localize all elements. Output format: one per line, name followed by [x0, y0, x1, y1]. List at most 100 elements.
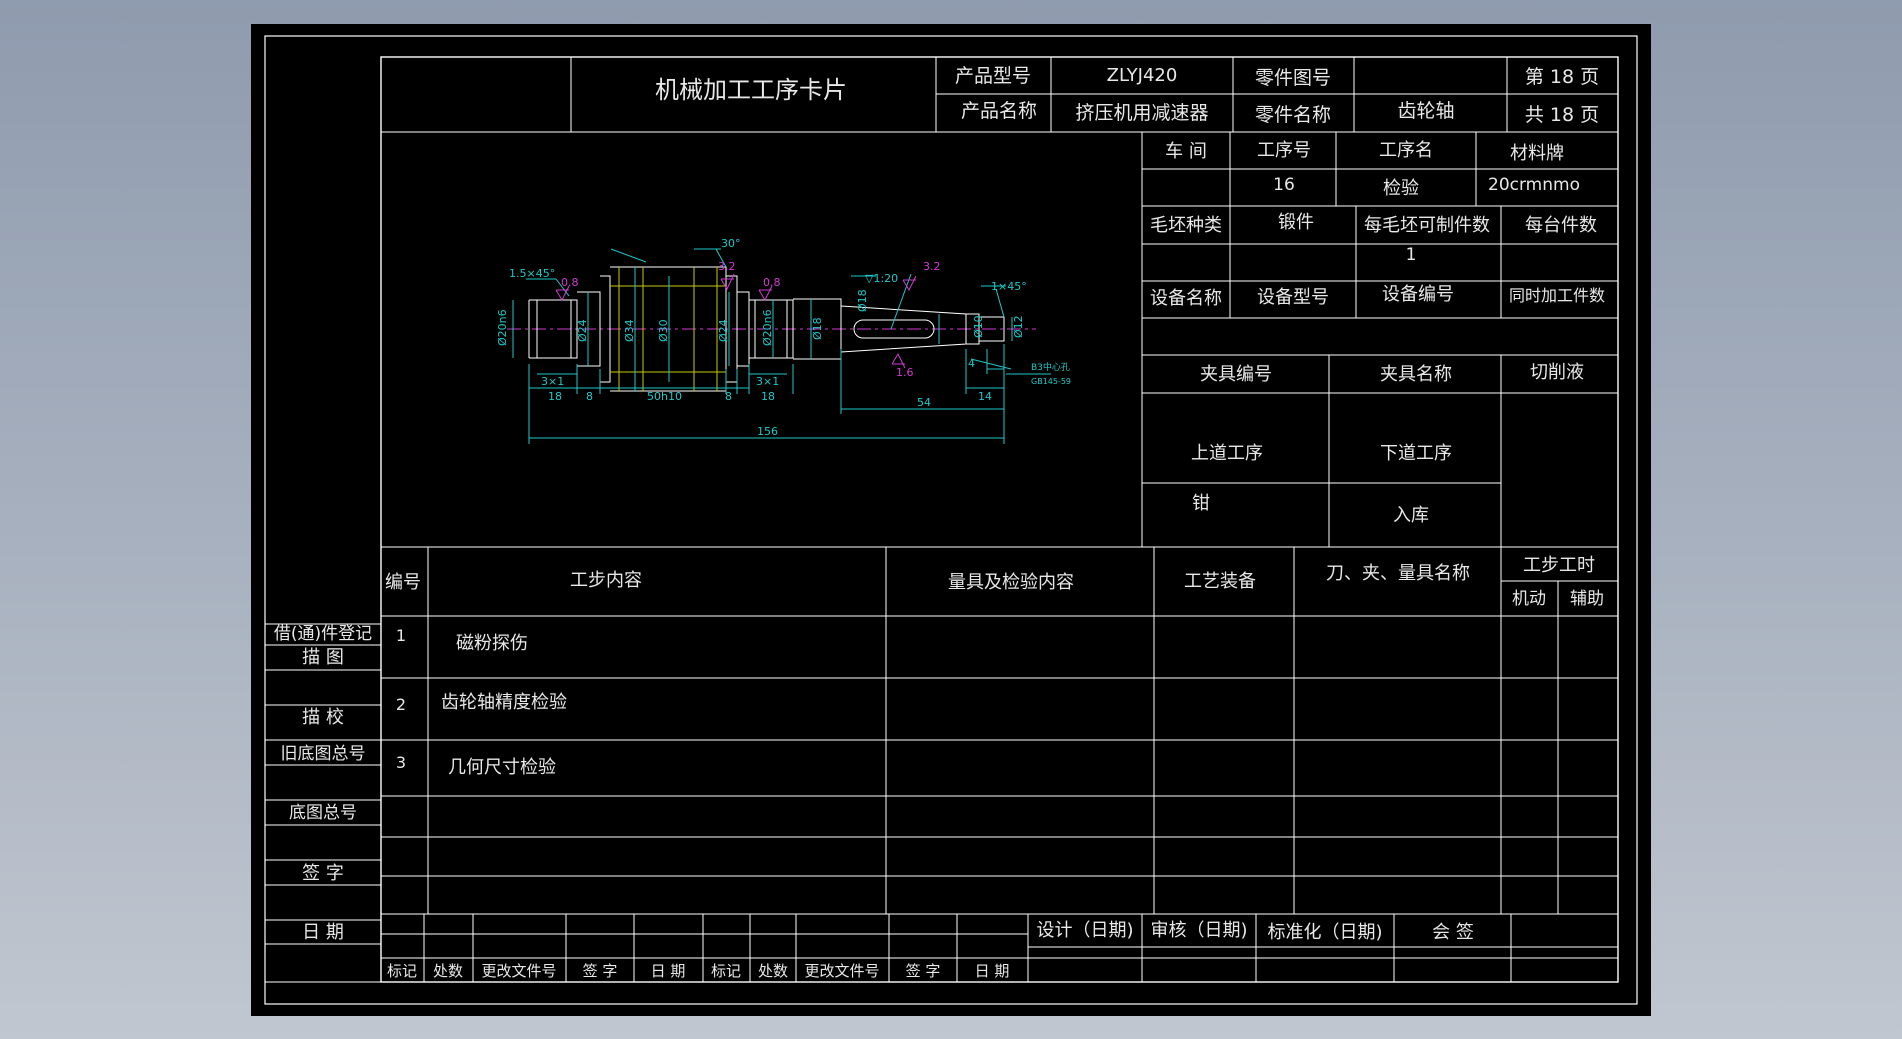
blank-type-label: 毛坯种类 [1150, 215, 1222, 236]
shaft-drawing: 1.5×45° 0.8 30° 3.2 0.8 3.2 1×45° ▽1:20 … [496, 237, 1071, 444]
op-name-value: 检验 [1383, 178, 1419, 199]
side-label-old-base: 旧底图总号 [281, 744, 366, 764]
steps-table: 编号 工步内容 量具及检验内容 工艺装备 刀、夹、量具名称 工步工时 机动 辅助… [381, 546, 1618, 914]
workshop-label: 车 间 [1165, 141, 1207, 162]
dim-groove-right: 3×1 [756, 375, 779, 388]
inner-frame [380, 56, 1619, 983]
col-header-content: 工步内容 [570, 570, 642, 591]
dimension-lines [512, 248, 1051, 444]
side-label-borrow: 借(通)件登记 [274, 624, 372, 644]
dim-len-8-right: 8 [725, 390, 732, 403]
dim-chamfer-right: 1×45° [991, 280, 1027, 293]
process-card-svg: 机械加工工序卡片 产品型号 ZLYJ420 零件图号 第 18 页 产品名称 挤… [264, 35, 1638, 1005]
fixture-name-label: 夹具名称 [1380, 364, 1452, 385]
roughness-marks [555, 273, 917, 369]
dim-taper: ▽1:20 [865, 272, 898, 285]
prev-op-label: 上道工序 [1191, 443, 1263, 464]
rev-col-doc-2: 更改文件号 [804, 962, 879, 980]
dim-len-156: 156 [757, 425, 778, 438]
equip-name-label: 设备名称 [1150, 288, 1222, 309]
blank-type-value: 锻件 [1278, 212, 1314, 233]
op-name-label: 工序名 [1379, 140, 1433, 161]
dim-dia-12: Ø12 [1012, 315, 1025, 338]
side-label-trace: 描 图 [302, 647, 344, 668]
dim-dia-24-right: Ø24 [717, 319, 730, 342]
part-name-value: 齿轮轴 [1397, 100, 1454, 122]
col-header-no: 编号 [385, 572, 421, 593]
side-label-trace-check: 描 校 [302, 707, 344, 728]
step-row-3-no: 3 [396, 753, 406, 772]
dim-len-8-left: 8 [586, 390, 593, 403]
product-model-label: 产品型号 [955, 65, 1031, 87]
sign-countersign: 会 签 [1432, 922, 1474, 943]
material-value: 20crmnmo [1488, 175, 1580, 195]
dim-roughness-3: 0.8 [763, 276, 781, 289]
rev-col-date-2: 日 期 [975, 962, 1010, 980]
side-label-sign: 签 字 [302, 863, 344, 884]
rev-col-date-1: 日 期 [651, 962, 686, 980]
material-label: 材料牌 [1510, 143, 1564, 164]
process-info-block: 车 间 工序号 工序名 材料牌 16 检验 20crmnmo 毛坯种类 锻件 每… [1141, 132, 1618, 547]
product-name-label: 产品名称 [961, 100, 1037, 122]
side-label-date: 日 期 [302, 922, 344, 943]
dim-dia-24-left: Ø24 [576, 319, 589, 342]
dim-roughness-2: 3.2 [718, 260, 736, 273]
dim-groove-left: 3×1 [541, 375, 564, 388]
header-block: 机械加工工序卡片 产品型号 ZLYJ420 零件图号 第 18 页 产品名称 挤… [381, 57, 1618, 133]
col-header-machine: 机动 [1512, 589, 1546, 609]
prev-op-value: 钳 [1192, 493, 1210, 514]
step-row-3-content: 几何尺寸检验 [448, 757, 556, 778]
drawing-sheet: 机械加工工序卡片 产品型号 ZLYJ420 零件图号 第 18 页 产品名称 挤… [251, 24, 1651, 1016]
side-strip: 借(通)件登记 描 图 描 校 旧底图总号 底图总号 签 字 日 期 [265, 623, 381, 945]
col-header-tools: 刀、夹、量具名称 [1326, 563, 1470, 584]
step-row-2-no: 2 [396, 695, 406, 714]
step-row-1-content: 磁粉探伤 [456, 633, 528, 654]
parts-per-blank-label: 每毛坯可制件数 [1364, 215, 1490, 236]
outer-frame [264, 35, 1638, 1005]
rev-col-sign-1: 签 字 [583, 962, 618, 980]
dim-len-54: 54 [917, 396, 931, 409]
dim-dia-34: Ø34 [623, 319, 636, 342]
page-number: 第 18 页 [1525, 66, 1599, 88]
op-no-label: 工序号 [1257, 140, 1311, 161]
dim-len-18-right: 18 [761, 390, 775, 403]
dim-dia-18: Ø18 [811, 317, 824, 340]
page-total: 共 18 页 [1525, 104, 1599, 126]
parts-per-unit-label: 每台件数 [1525, 215, 1597, 236]
dim-angle: 30° [721, 237, 741, 250]
dim-dia-30: Ø30 [657, 319, 670, 342]
dim-chamfer-left: 1.5×45° [509, 267, 555, 280]
step-row-2-content: 齿轮轴精度检验 [441, 692, 567, 713]
rev-col-count-1: 处数 [433, 962, 463, 980]
gear-teeth [610, 267, 726, 391]
dim-len-14: 14 [978, 390, 992, 403]
col-header-time: 工步工时 [1523, 555, 1595, 576]
dim-dia-18-key: Ø18 [856, 289, 869, 312]
revision-block: 标记 处数 更改文件号 签 字 日 期 标记 处数 更改文件号 签 字 日 期 … [381, 913, 1618, 982]
side-label-base: 底图总号 [289, 803, 357, 823]
equip-no-label: 设备编号 [1382, 284, 1454, 305]
dim-dia-10: Ø10 [972, 315, 985, 338]
dim-roughness-1: 0.8 [561, 276, 579, 289]
dim-dia-20n6-right: Ø20n6 [761, 309, 774, 346]
dim-len-50h10: 50h10 [647, 390, 682, 403]
step-row-1-no: 1 [396, 626, 406, 645]
shaft-outline [528, 266, 1005, 392]
product-name-value: 挤压机用减速器 [1075, 102, 1208, 124]
op-no-value: 16 [1273, 175, 1295, 195]
card-title: 机械加工工序卡片 [655, 76, 847, 104]
product-model-value: ZLYJ420 [1107, 65, 1178, 86]
rev-col-mark-2: 标记 [711, 962, 741, 980]
rev-col-mark-1: 标记 [387, 962, 417, 980]
sign-design: 设计（日期) [1036, 920, 1133, 941]
sign-standard: 标准化（日期) [1267, 922, 1382, 943]
dim-len-4: 4 [968, 357, 975, 370]
col-header-aux: 辅助 [1570, 589, 1604, 609]
center-hole-note: B3中心孔 [1031, 361, 1070, 373]
dim-roughness-5: 1.6 [896, 366, 914, 379]
fixture-no-label: 夹具编号 [1200, 364, 1272, 385]
part-drawing-no-label: 零件图号 [1255, 67, 1331, 89]
rev-col-count-2: 处数 [758, 962, 788, 980]
rev-col-doc-1: 更改文件号 [481, 962, 556, 980]
